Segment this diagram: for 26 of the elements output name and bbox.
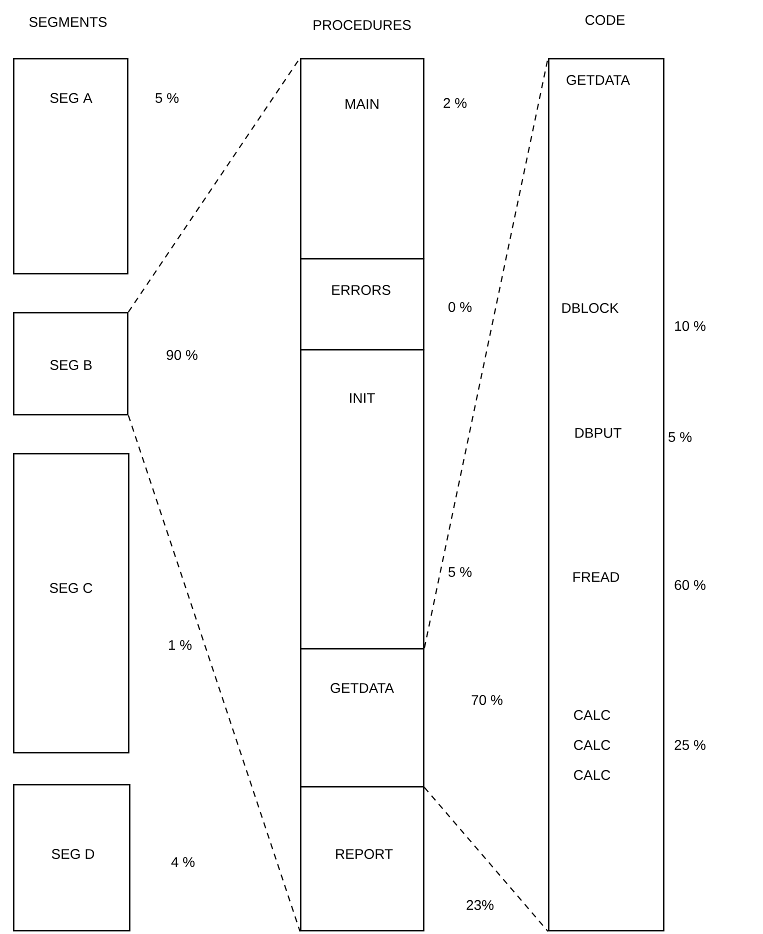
segment-box: SEG C <box>13 453 130 754</box>
code-column-box: GETDATA DBLOCK DBPUT FREAD CALC CALC CALC <box>548 58 664 932</box>
procedure-box: INIT <box>300 349 424 650</box>
percentage-label: 90 % <box>166 350 198 360</box>
zoom-line <box>128 58 300 312</box>
procedure-box: ERRORS <box>300 258 424 350</box>
zoom-line <box>424 58 549 648</box>
zoom-line <box>128 415 301 932</box>
percentage-label: 70 % <box>472 695 502 705</box>
segment-box: SEG B <box>13 312 128 416</box>
percentage-label: 5 % <box>156 93 179 103</box>
procedure-box: MAIN <box>300 58 424 260</box>
segment-box: SEG A <box>13 58 128 274</box>
procedure-box: REPORT <box>300 786 424 932</box>
column-heading: CODE <box>586 15 625 25</box>
percentage-label: 5 % <box>448 567 472 577</box>
procedure-box: GETDATA <box>300 648 424 788</box>
percentage-label: 0 % <box>448 302 472 312</box>
segment-box: SEG D <box>13 784 130 932</box>
column-heading: SEGMENTS <box>29 17 107 27</box>
zoom-line <box>424 787 548 932</box>
percentage-label: 23% <box>466 900 494 910</box>
percentage-label: 2 % <box>444 98 467 108</box>
column-heading: PROCEDURES <box>314 20 411 30</box>
percentage-label: 1 % <box>169 640 192 650</box>
percentage-label: 4 % <box>171 857 195 867</box>
